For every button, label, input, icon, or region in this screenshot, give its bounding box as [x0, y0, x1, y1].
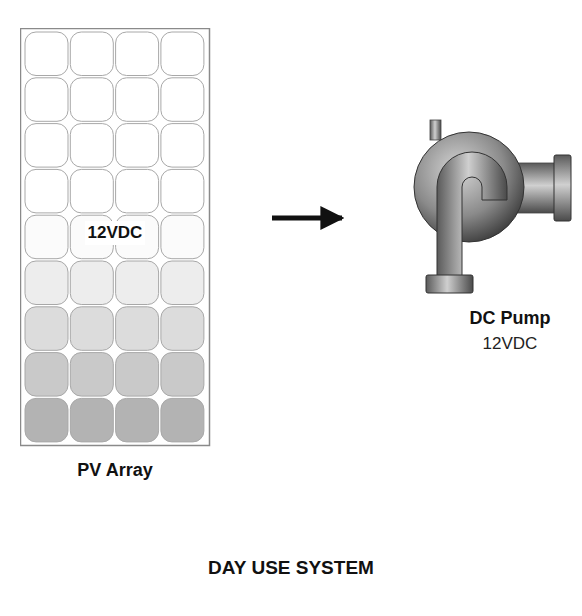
voltage-label: 12VDC: [85, 221, 146, 245]
pv-cell: [161, 261, 204, 305]
pv-cell: [116, 78, 159, 122]
pv-cell: [25, 261, 68, 305]
pv-cell: [70, 32, 113, 76]
pv-cell: [161, 307, 204, 351]
pv-cell: [25, 353, 68, 397]
pv-cell: [116, 169, 159, 213]
caption: DAY USE SYSTEM: [208, 557, 374, 579]
flow-arrow: [272, 216, 342, 221]
panel-frame: [21, 29, 210, 446]
pv-cell: [25, 124, 68, 168]
pv-cell: [116, 32, 159, 76]
pv-cell: [25, 398, 68, 442]
pump-voltage: 12VDC: [483, 334, 538, 354]
pv-panel-art: [20, 28, 272, 488]
pv-cell: [161, 215, 204, 259]
pv-cell: [25, 78, 68, 122]
pv-cell: [116, 261, 159, 305]
pv-array-panel: 12VDC PV Array: [20, 28, 272, 488]
pv-cell: [116, 124, 159, 168]
pv-cell: [25, 32, 68, 76]
pv-cell: [25, 215, 68, 259]
pv-cell: [116, 398, 159, 442]
pv-cell: [70, 261, 113, 305]
pv-cell: [25, 169, 68, 213]
pv-cell: [161, 124, 204, 168]
pv-cell: [161, 398, 204, 442]
pv-cell: [70, 124, 113, 168]
pump-label: DC Pump: [470, 308, 551, 329]
pv-cell: [70, 307, 113, 351]
panel-label: PV Array: [77, 460, 152, 481]
pv-cell: [161, 169, 204, 213]
pv-cell: [116, 307, 159, 351]
pv-cell: [161, 78, 204, 122]
pv-cell: [70, 78, 113, 122]
pv-cell: [161, 353, 204, 397]
dc-pump: DC Pump 12VDC: [342, 115, 577, 360]
pv-cell: [116, 353, 159, 397]
pv-cell: [70, 169, 113, 213]
pv-cell: [161, 32, 204, 76]
pv-cell: [70, 353, 113, 397]
pv-cell: [70, 398, 113, 442]
pv-cell: [25, 307, 68, 351]
